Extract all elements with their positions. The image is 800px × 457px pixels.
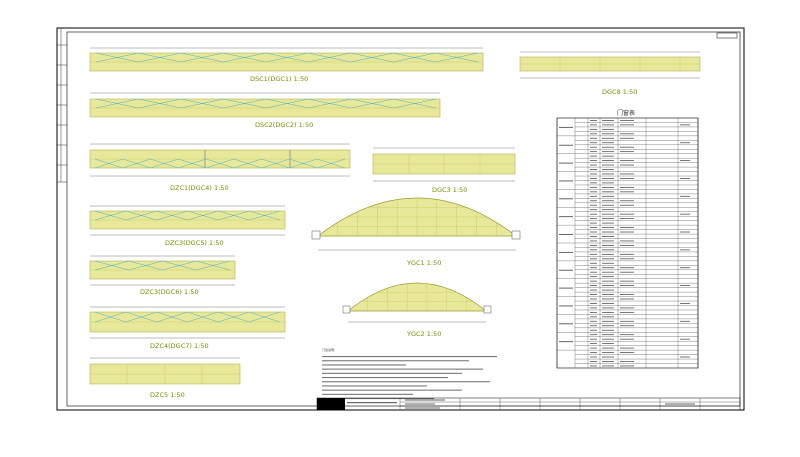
label-dsc1: DSC1(DGC1) 1:50 <box>250 75 308 83</box>
elevation-dzc4: DZC4(DGC7) 1:50 <box>89 306 286 350</box>
elevation-dzc3-dgc5: DZC3(DGC5) 1:50 <box>89 205 286 247</box>
elevation-dgc3: DGC3 1:50 <box>372 147 516 194</box>
notes-block: 门窗说明： <box>322 347 497 400</box>
elevation-dsc1: DSC1(DGC1) 1:50 <box>89 47 484 83</box>
title-block <box>316 397 741 411</box>
label-dzc4: DZC4(DGC7) 1:50 <box>150 342 209 350</box>
label-ygc2: YGC2 1:50 <box>406 330 441 338</box>
door-window-schedule: 门窗表 <box>556 109 699 369</box>
label-dzc5: DZC5 1:50 <box>150 391 185 399</box>
company-logo <box>317 398 345 410</box>
elevation-dzc3-dgc6: DZC3(DGC6) 1:50 <box>89 255 236 296</box>
label-dgc3: DGC3 1:50 <box>432 186 467 194</box>
label-dzc1: DZC1(DGC4) 1:50 <box>170 184 229 192</box>
elevation-ygc2: YGC2 1:50 <box>342 282 492 338</box>
label-dzc3-dgc6: DZC3(DGC6) 1:50 <box>140 288 199 296</box>
schedule-title: 门窗表 <box>617 109 635 117</box>
elevation-dzc1: DZC1(DGC4) 1:50 <box>89 143 351 192</box>
elevation-dsc2: DSC2(DGC2) 1:50 <box>89 92 441 129</box>
label-dgc8: DGC8 1:50 <box>602 88 637 96</box>
label-ygc1: YGC1 1:50 <box>406 259 441 267</box>
label-dzc3-dgc5: DZC3(DGC5) 1:50 <box>165 239 224 247</box>
elevation-dgc8: DGC8 1:50 <box>519 51 701 96</box>
elevation-ygc1: YGC1 1:50 <box>311 197 521 267</box>
notes-heading: 门窗说明： <box>322 347 337 352</box>
sheet-marker <box>716 32 738 39</box>
label-dsc2: DSC2(DGC2) 1:50 <box>255 121 313 129</box>
binding-strip <box>57 44 67 183</box>
elevation-dzc5: DZC5 1:50 <box>89 357 241 399</box>
